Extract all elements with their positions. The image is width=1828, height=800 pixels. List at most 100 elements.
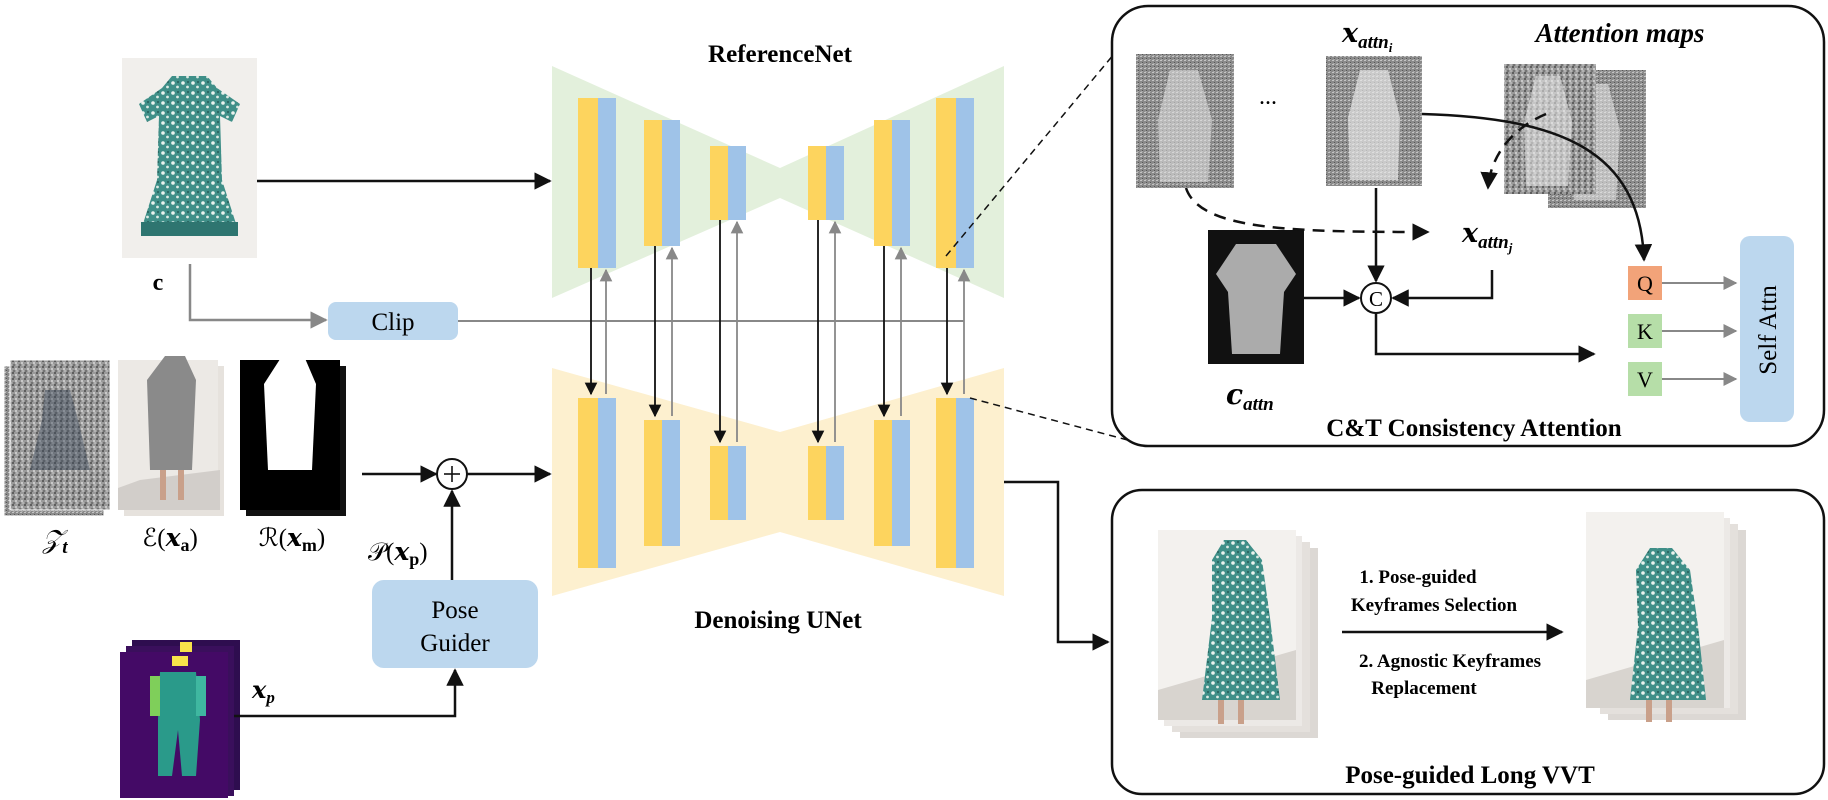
unet-block-5-yellow [874, 420, 892, 546]
ref-block-4-blue [826, 146, 844, 220]
rm-x: 𝒙 [286, 525, 303, 552]
xp-sub: p [264, 688, 275, 707]
ea-label: ℰ( [142, 525, 165, 552]
ref-block-2-blue [662, 120, 680, 246]
dashed-arrow-maps-to-xattnj [1480, 112, 1547, 190]
pose-map-stack [120, 640, 240, 798]
rm-sub: m [302, 535, 317, 555]
svg-text:𝒫(𝒙p): 𝒫(𝒙p) [368, 539, 428, 569]
arrow-xattnj-to-concat [1391, 270, 1494, 307]
attention-panel-title: C&T Consistency Attention [1326, 415, 1621, 442]
ref-block-3-yellow [710, 146, 728, 220]
unet-block-6-blue [956, 398, 974, 568]
arrow-pose-to-poseguider [234, 668, 464, 718]
v-label: V [1637, 367, 1653, 392]
attention-maps-label: Attention maps [1534, 18, 1705, 48]
attention-ellipsis: ... [1259, 84, 1277, 110]
cattn-sub: attn [1243, 394, 1274, 415]
xp-label: 𝒙 [251, 678, 267, 704]
vvt-panel-title: Pose-guided Long VVT [1345, 762, 1595, 789]
unet-block-4-blue [826, 446, 844, 520]
ref-block-6-blue [956, 98, 974, 268]
k-label: K [1637, 319, 1653, 344]
vvt-step2-line1: 2. Agnostic Keyframes [1359, 651, 1541, 672]
unet-block-3-yellow [710, 446, 728, 520]
self-attn-box [1740, 236, 1794, 422]
ref-block-4-yellow [808, 146, 826, 220]
ref-block-6-yellow [936, 98, 956, 268]
svg-text:𝒙attni: 𝒙attni [1341, 18, 1393, 55]
ea-close: ) [190, 525, 198, 552]
unet-block-2-yellow [644, 420, 662, 546]
clip-box [328, 302, 458, 340]
unet-block-5-blue [892, 420, 910, 546]
unet-title: Denoising UNet [694, 607, 862, 634]
svg-text:ℰ(𝒙a): ℰ(𝒙a) [142, 525, 198, 555]
vvt-step1-line2: Keyframes Selection [1351, 595, 1518, 616]
ref-block-3-blue [728, 146, 746, 220]
pxp-close: ) [419, 539, 427, 566]
referencenet-blocks [578, 98, 974, 268]
arrow-xattni-to-q [1421, 112, 1653, 262]
zt-sub: t [62, 537, 68, 558]
svg-text:𝒙attnj: 𝒙attnj [1461, 218, 1513, 255]
clip-label: Clip [371, 309, 414, 336]
arrow-garment-to-clip [188, 264, 328, 329]
arrow-unet-to-vvt [1004, 480, 1110, 651]
concat-label: C [1369, 287, 1383, 311]
attention-map-i [1326, 56, 1422, 186]
referencenet-title: ReferenceNet [708, 41, 853, 68]
svg-text:ℛ(𝒙m): ℛ(𝒙m) [259, 525, 326, 555]
pose-guider-label-1: Pose [431, 597, 478, 624]
pxp-x: 𝒙 [393, 539, 410, 566]
dashed-arrow-first-to-xattnj [1184, 187, 1430, 241]
xattn-j-label: 𝒙 [1461, 218, 1479, 248]
vvt-output-frames [1586, 512, 1746, 722]
self-attn-label: Self Attn [1755, 285, 1782, 375]
pose-guider-box [372, 580, 538, 668]
cattn-map [1208, 230, 1304, 364]
cattn-label: 𝒄 [1226, 380, 1243, 411]
unet-block-1-yellow [578, 398, 598, 568]
garment-image [122, 58, 257, 258]
rm-close: ) [317, 525, 325, 552]
agnostic-image-stack [118, 356, 224, 516]
unet-block-1-blue [598, 398, 616, 568]
noise-latent-stack [3, 359, 111, 517]
unet-block-2-blue [662, 420, 680, 546]
xattn-i-subsub: i [1389, 40, 1393, 55]
xattn-j-sub: attn [1478, 232, 1509, 253]
ref-block-5-yellow [874, 120, 892, 246]
ea-sub: a [181, 535, 190, 555]
q-label: Q [1637, 271, 1653, 296]
unet-block-6-yellow [936, 398, 956, 568]
ea-x: 𝒙 [165, 525, 182, 552]
garment-label: c [153, 270, 164, 296]
xattn-j-subsub: j [1507, 240, 1513, 255]
ref-block-2-yellow [644, 120, 662, 246]
ref-block-1-yellow [578, 98, 598, 268]
svg-text:𝒵t: 𝒵t [41, 525, 68, 558]
xattn-i-sub: attn [1358, 32, 1389, 53]
k-box [1628, 314, 1662, 348]
arrow-concat-to-kv [1374, 313, 1596, 363]
ref-block-1-blue [598, 98, 616, 268]
svg-text:𝒄attn: 𝒄attn [1226, 380, 1274, 415]
attention-map-first [1136, 54, 1234, 188]
pxp-sub: p [409, 549, 419, 569]
pose-guider-label-2: Guider [420, 630, 490, 657]
ref-to-unet-connectors [584, 220, 971, 444]
ref-block-5-blue [892, 120, 910, 246]
rm-label: ℛ( [259, 525, 287, 552]
unet-block-3-blue [728, 446, 746, 520]
vvt-input-frames [1158, 530, 1318, 738]
unet-blocks [578, 398, 974, 568]
mask-image-stack [240, 356, 346, 516]
unet-block-4-yellow [808, 446, 826, 520]
vvt-step1-line1: 1. Pose-guided [1359, 567, 1477, 588]
svg-text:𝒙p: 𝒙p [251, 678, 275, 707]
vvt-step2-line2: Replacement [1371, 678, 1477, 699]
xattn-i-label: 𝒙 [1341, 18, 1359, 48]
pxp-label: 𝒫( [368, 539, 394, 566]
